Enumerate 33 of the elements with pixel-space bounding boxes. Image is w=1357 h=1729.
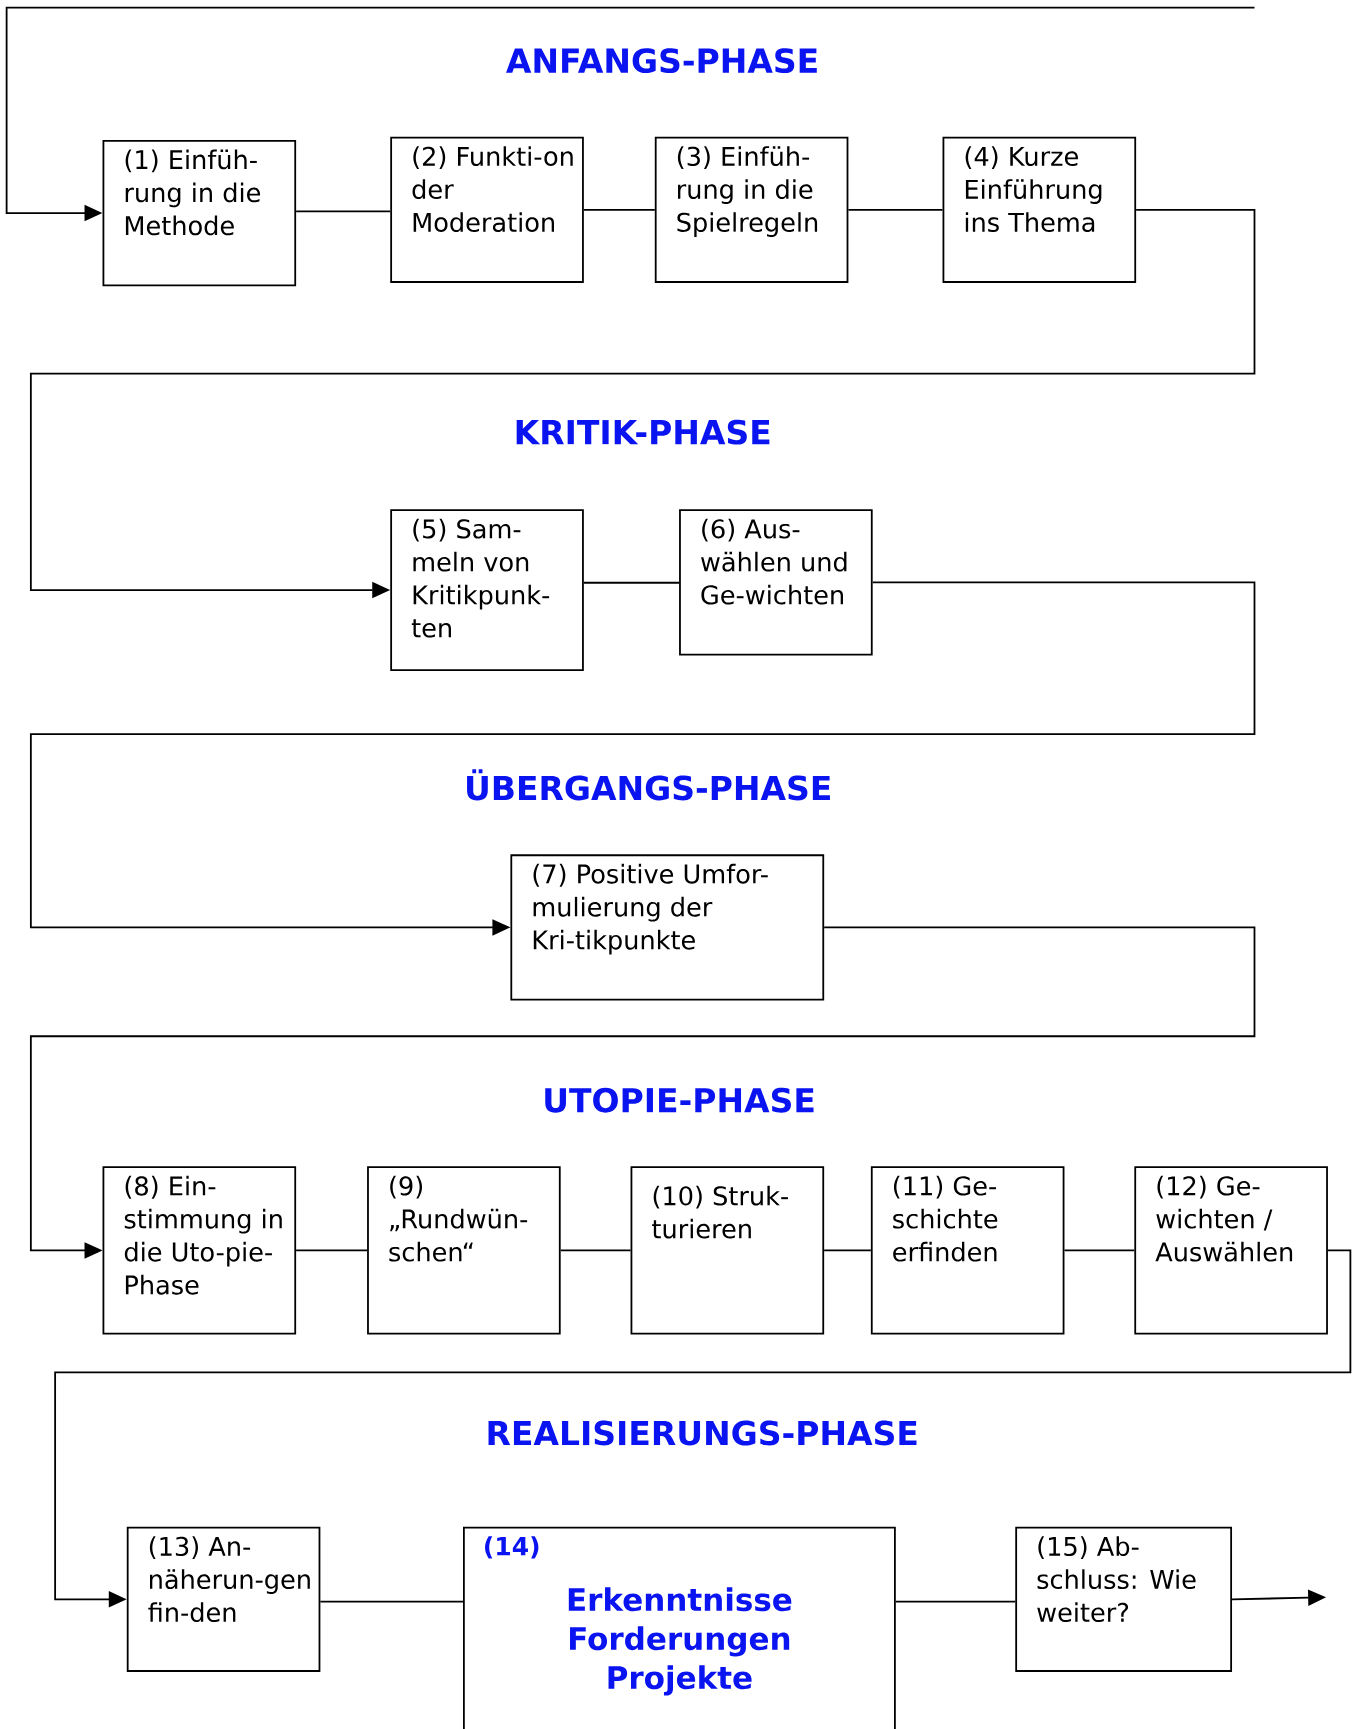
process-box: (11) Ge-schichte erfinden — [870, 1166, 1065, 1335]
connector-line — [582, 581, 680, 584]
process-box: (13) An-näherun-gen fin-den — [126, 1526, 321, 1672]
connector-line — [295, 210, 392, 213]
process-box: (14) Erkenntnisse Forderungen Projekte — [463, 1526, 896, 1729]
phase-heading: ÜBERGANGS-PHASE — [467, 769, 830, 801]
process-box: (12) Ge-wichten / Auswählen — [1134, 1166, 1328, 1335]
process-box: (15) Ab-schluss: Wie weiter? — [1015, 1526, 1233, 1672]
connector-line — [1063, 1249, 1136, 1252]
phase-heading: ANFANGS-PHASE — [506, 48, 817, 74]
process-box: (9) „Rundwün-schen“ — [367, 1166, 561, 1335]
process-box: (8) Ein-stimmung in die Uto-pie-Phase — [102, 1166, 297, 1335]
connector-line — [894, 1600, 1017, 1603]
connector-line — [823, 1249, 872, 1252]
process-box: (2) Funkti-on der Moderation — [390, 136, 584, 283]
phase-heading: UTOPIE-PHASE — [545, 1087, 814, 1113]
arrow — [29, 581, 1256, 936]
connector-line — [582, 208, 656, 211]
process-box: (6) Aus-wählen und Ge-wichten — [679, 509, 873, 656]
connector-line — [295, 1249, 368, 1252]
process-box: (4) Kurze Einführung ins Thema — [942, 136, 1137, 283]
connector-line — [847, 208, 944, 211]
process-box: (1) Einfüh-rung in die Methode — [102, 140, 297, 287]
process-box: (3) Einfüh-rung in die Spielregeln — [654, 136, 849, 283]
connector-line — [559, 1249, 632, 1252]
connector-line — [319, 1600, 464, 1603]
arrow — [54, 1249, 1352, 1608]
process-box: (5) Sam-meln von Kritikpunk-ten — [390, 509, 584, 671]
phase-heading: KRITIK-PHASE — [516, 419, 770, 445]
phase-heading: REALISIERUNGS-PHASE — [488, 1420, 917, 1446]
process-box: (7) Positive Umfor-mulierung der Kri-tikpunkte — [510, 854, 825, 1001]
process-box: (10) Struk-turieren — [630, 1166, 825, 1335]
arrow — [29, 926, 1256, 1259]
